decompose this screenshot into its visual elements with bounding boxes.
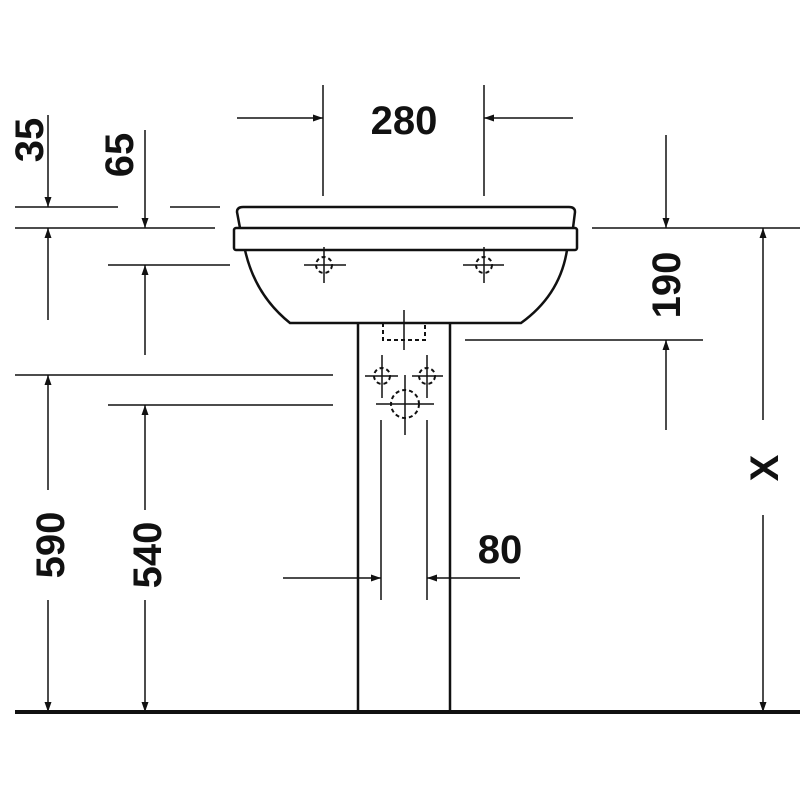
washbasin	[232, 205, 579, 325]
dimension-190: 190	[465, 135, 800, 430]
dimension-label: X	[743, 454, 787, 481]
dimension-x: X	[743, 228, 787, 712]
dimension-label: 65	[98, 133, 142, 178]
dimension-280: 280	[237, 85, 573, 196]
fixing-hole-left	[365, 355, 398, 398]
dimension-35: 35	[8, 115, 215, 320]
dimension-label: 80	[478, 528, 523, 572]
dimension-65: 65	[98, 130, 230, 355]
tap-hole-right	[463, 247, 504, 283]
dimension-label: 540	[126, 522, 170, 589]
tap-hole-left	[304, 247, 346, 283]
dimension-label: 35	[8, 118, 52, 163]
dimension-label: 190	[645, 252, 689, 319]
dimension-label: 280	[371, 99, 438, 143]
dimension-80: 80	[283, 528, 523, 582]
fixing-hole-right	[412, 355, 443, 398]
waste-outlet	[376, 375, 434, 435]
pedestal	[356, 310, 452, 712]
dimension-590: 590	[15, 374, 333, 712]
dimension-540: 540	[108, 404, 333, 712]
dimension-label: 590	[29, 512, 73, 579]
